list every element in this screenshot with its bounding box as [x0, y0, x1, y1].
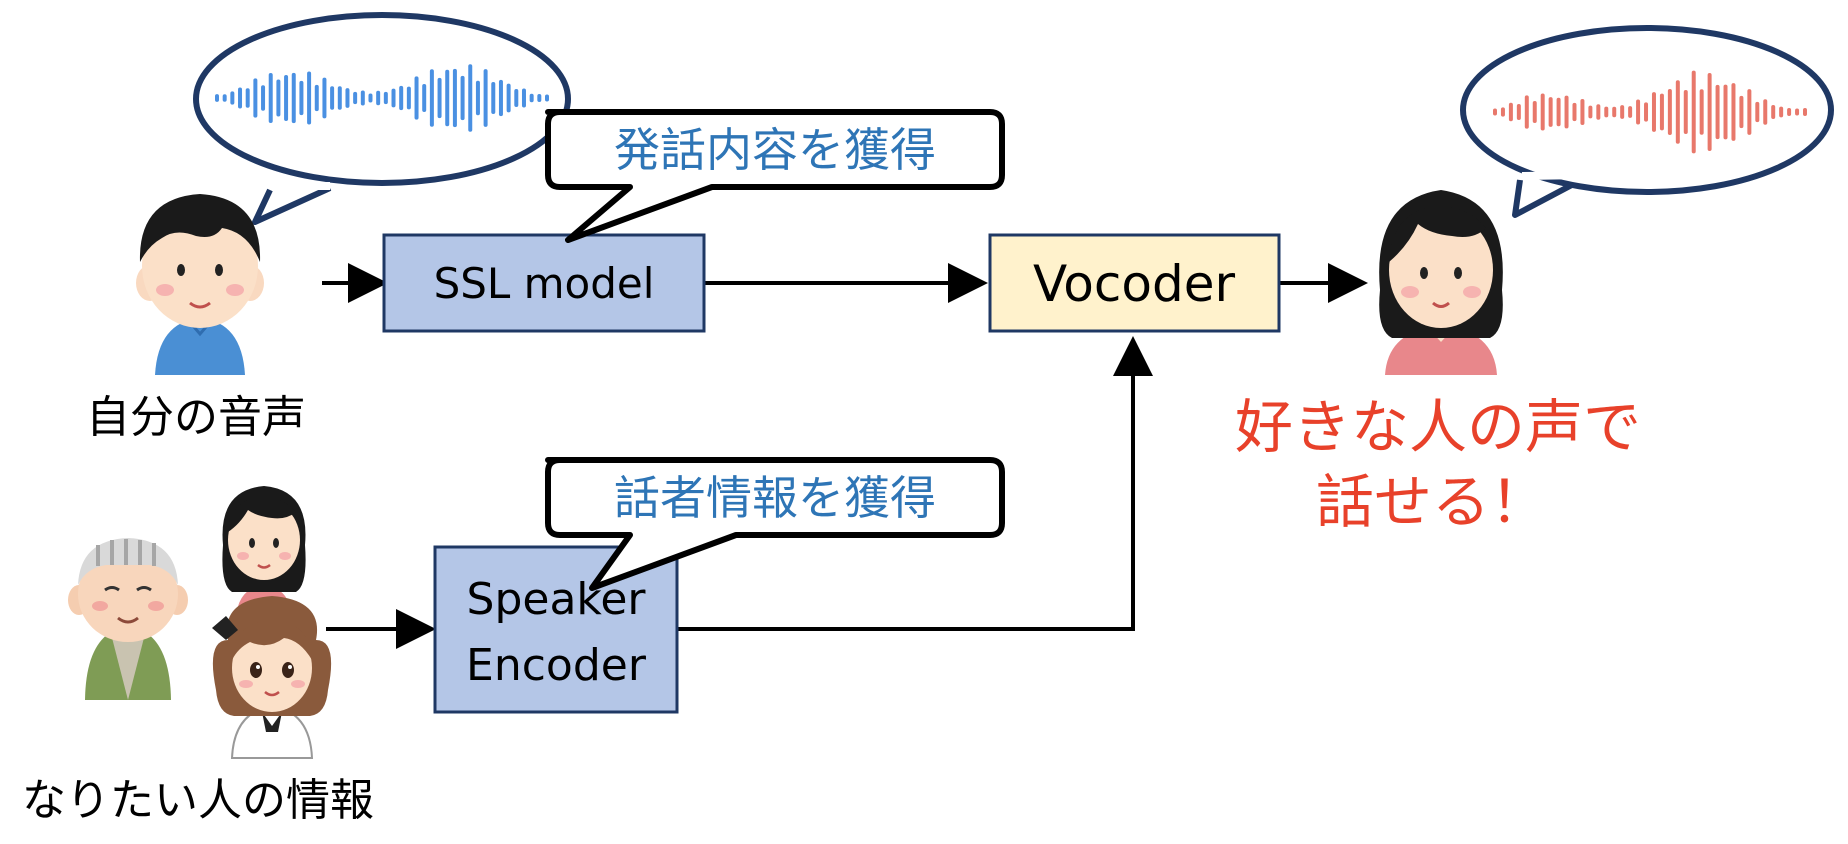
vocoder-label: Vocoder: [1033, 255, 1235, 313]
flow-arrows: [322, 263, 1368, 649]
vocoder-box: Vocoder: [988, 233, 1281, 333]
source-voice-label: 自分の音声: [86, 392, 306, 443]
target-girl-avatar-icon: [222, 486, 306, 618]
speaker-encoder-label-line1: Speaker: [467, 574, 647, 625]
elderly-man-avatar-icon: [68, 538, 188, 700]
speaker-callout: 話者情報を獲得: [545, 457, 1005, 591]
result-caption-line1: 好きな人の声で: [1235, 393, 1641, 461]
source-speech-bubble: [193, 12, 571, 225]
speaker-encoder-label-line2: Encoder: [466, 640, 647, 691]
ssl-model-label: SSL model: [434, 259, 655, 308]
red-waveform-icon: [1493, 70, 1807, 154]
result-speech-bubble: [1460, 25, 1834, 218]
arrow-speaker-to-vocoder: [677, 336, 1153, 631]
girl-avatar-icon: [1379, 190, 1503, 375]
content-callout-text: 発話内容を獲得: [614, 123, 936, 177]
idol-girl-avatar-icon: [212, 596, 332, 759]
target-info-label: なりたい人の情報: [22, 775, 374, 826]
ssl-model-box: SSL model: [382, 233, 706, 333]
content-callout: 発話内容を獲得: [545, 109, 1005, 243]
speaker-callout-text: 話者情報を獲得: [614, 471, 936, 525]
boy-avatar-icon: [136, 194, 264, 375]
result-caption-line2: 話せる！: [1316, 468, 1548, 536]
blue-waveform-icon: [215, 64, 549, 132]
